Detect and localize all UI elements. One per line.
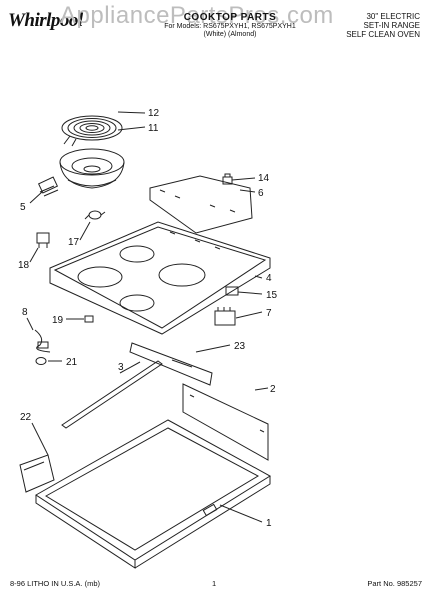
drip-bowl [59, 148, 125, 189]
callout-7: 7 [266, 308, 272, 319]
leader-5 [29, 191, 43, 204]
product-line-1: 30" ELECTRIC [366, 12, 420, 21]
bracket [225, 286, 239, 296]
callout-3: 3 [118, 362, 124, 373]
callout-15: 15 [266, 290, 278, 301]
product-line-3: SELF CLEAN OVEN [346, 30, 420, 39]
callout-6: 6 [258, 188, 264, 199]
leader-1 [219, 504, 263, 523]
leader-6 [239, 189, 256, 193]
callout-18: 18 [18, 260, 30, 271]
page-number: 1 [212, 579, 217, 588]
rear-support [129, 342, 213, 386]
callout-21: 21 [66, 357, 78, 368]
screw [84, 315, 94, 323]
callout-12: 12 [148, 108, 160, 119]
callout-17: 17 [68, 237, 80, 248]
front-rail [19, 454, 55, 493]
leader-12 [117, 111, 146, 114]
callout-19: 19 [52, 315, 64, 326]
leader-11 [117, 126, 146, 131]
control-panel [149, 175, 253, 234]
terminal-block [37, 176, 59, 197]
leader-15 [237, 291, 263, 295]
callout-14: 14 [258, 173, 270, 184]
page-title: COOKTOP PARTS [183, 12, 277, 23]
nut [35, 357, 47, 365]
side-rail [61, 360, 163, 429]
callout-8: 8 [22, 307, 28, 318]
leader-2 [254, 387, 269, 391]
leader-7 [235, 311, 263, 319]
callout-4: 4 [266, 273, 272, 284]
callout-22: 22 [20, 412, 32, 423]
callout-1: 1 [266, 518, 272, 529]
wire-harness [34, 329, 51, 353]
product-line-2: SET-IN RANGE [363, 21, 420, 30]
leader-4 [254, 275, 263, 279]
callout-5: 5 [20, 202, 26, 213]
leader-23 [195, 344, 231, 353]
switch [84, 210, 106, 220]
leader-8 [26, 317, 34, 331]
leader-18 [29, 247, 39, 263]
leader-14 [231, 177, 256, 181]
cooktop [49, 221, 271, 335]
infinite-switch [36, 232, 50, 248]
colors-line: (White) (Almond) [203, 31, 257, 38]
indicator-light [222, 173, 233, 185]
product-description: 30" ELECTRIC SET-IN RANGE SELF CLEAN OVE… [346, 12, 420, 39]
base-pan [35, 419, 271, 569]
watermark: AppliancePartsPros.com [60, 2, 334, 29]
leader-17 [79, 221, 91, 241]
side-panel [182, 383, 269, 461]
models-line: For Models: RS675PXYH1, RS675PXYH1 [164, 23, 296, 30]
leader-3 [119, 361, 141, 374]
callout-11: 11 [148, 123, 159, 134]
litho-note: 8-96 LITHO IN U.S.A. (mb) [10, 579, 101, 588]
callout-2: 2 [270, 384, 276, 395]
terminal-block-large [214, 307, 236, 326]
leader-22 [31, 422, 49, 456]
callout-23: 23 [234, 341, 246, 352]
brand-logo: Whirlpool [8, 10, 83, 31]
surface-element [61, 115, 123, 147]
part-number: Part No. 985257 [367, 579, 422, 588]
title-block: COOKTOP PARTS For Models: RS675PXYH1, RS… [150, 12, 310, 39]
